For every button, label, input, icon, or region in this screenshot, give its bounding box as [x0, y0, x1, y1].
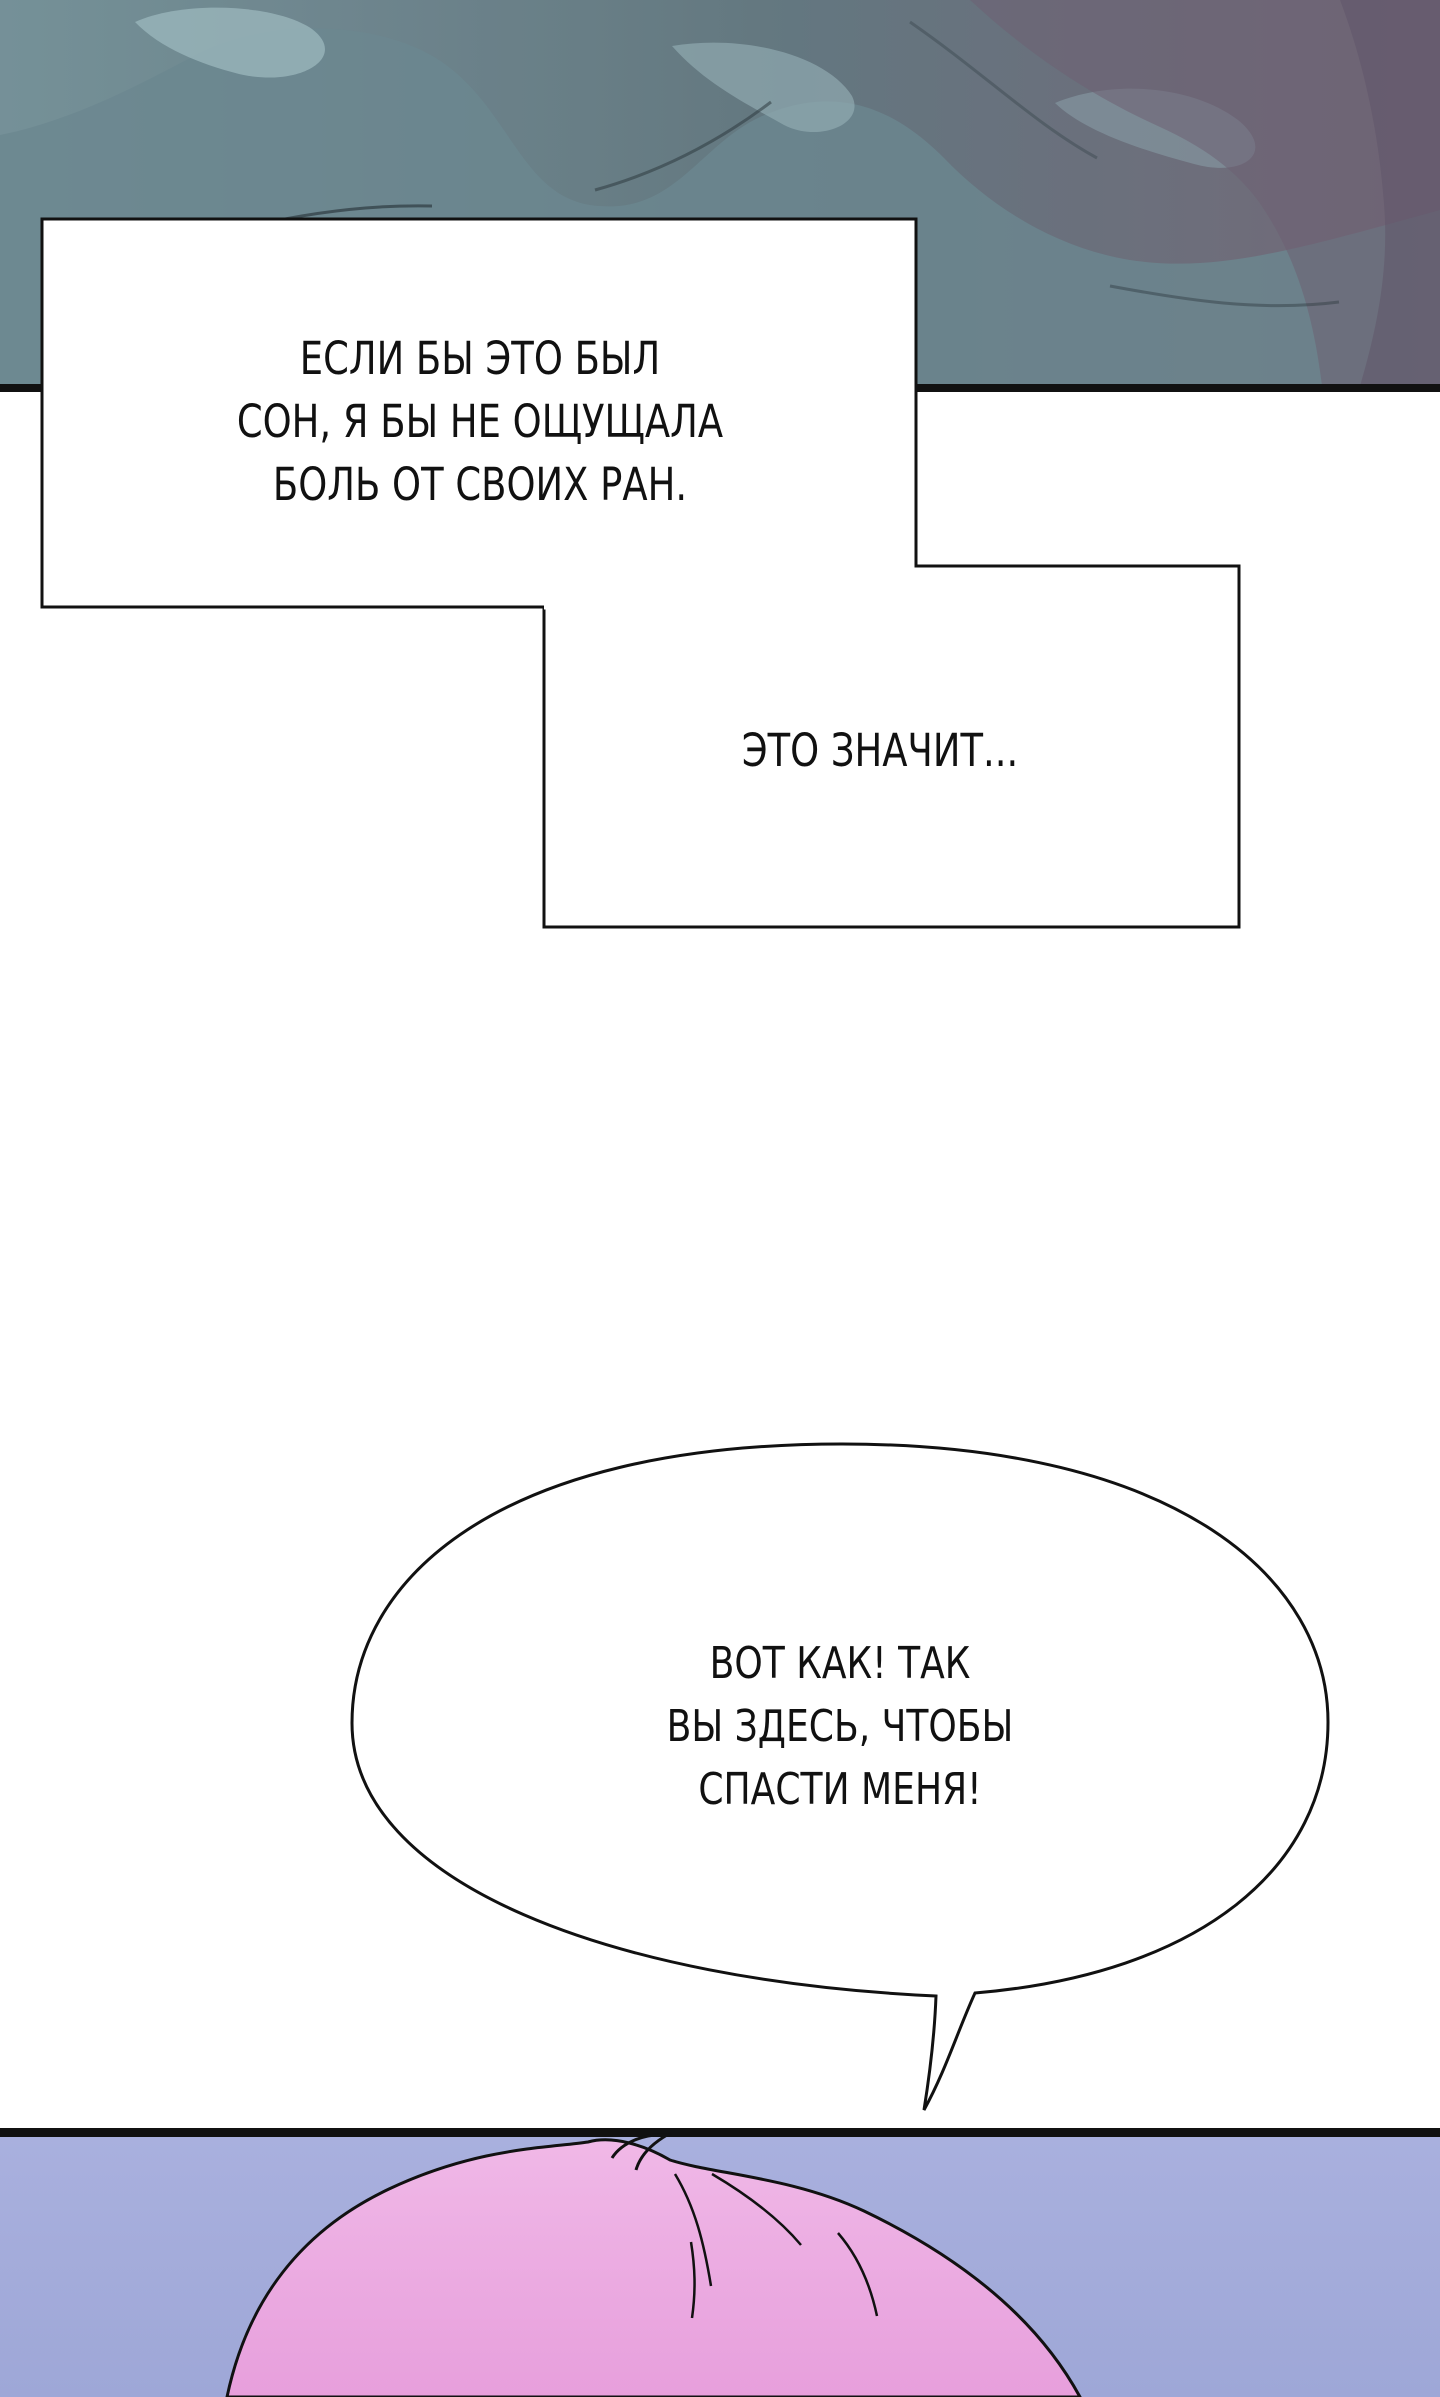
hair-shine-line [673, 2173, 713, 2287]
caption-text-dream: ЕСЛИ БЫ ЭТО БЫЛ СОН, Я БЫ НЕ ОЩУЩАЛА БОЛ… [236, 332, 724, 511]
character-hair [225, 2138, 1082, 2397]
top-panel-light-fold [135, 7, 325, 78]
speech-bubble-text: ВОТ КАК! ТАК ВЫ ЗДЕСЬ, ЧТОБЫ СПАСТИ МЕНЯ… [666, 1638, 1014, 1815]
caption-boxes [40, 217, 1241, 929]
speech-bubble [350, 1442, 1330, 2111]
top-panel-dark-stroke [594, 100, 772, 192]
top-panel-dark-fold [1340, 0, 1440, 386]
top-panel-light-fold [672, 42, 855, 133]
hair-shine-line [711, 2172, 802, 2246]
speech-bubble-shape [350, 1442, 1330, 2111]
bottom-panel-border [0, 2128, 1440, 2137]
hair-shine-line [689, 2241, 696, 2319]
top-panel-dark-stroke [1109, 284, 1340, 308]
bottom-panel-illustration [0, 2128, 1440, 2397]
top-panel-dark-fold [970, 0, 1440, 386]
caption-text-meaning: ЭТО ЗНАЧИТ... [741, 724, 1019, 777]
caption-box-shape [40, 217, 1241, 929]
hair-ahoge [610, 2133, 672, 2171]
top-panel-dark-stroke [909, 20, 1098, 160]
hair-shine-line [837, 2232, 879, 2317]
